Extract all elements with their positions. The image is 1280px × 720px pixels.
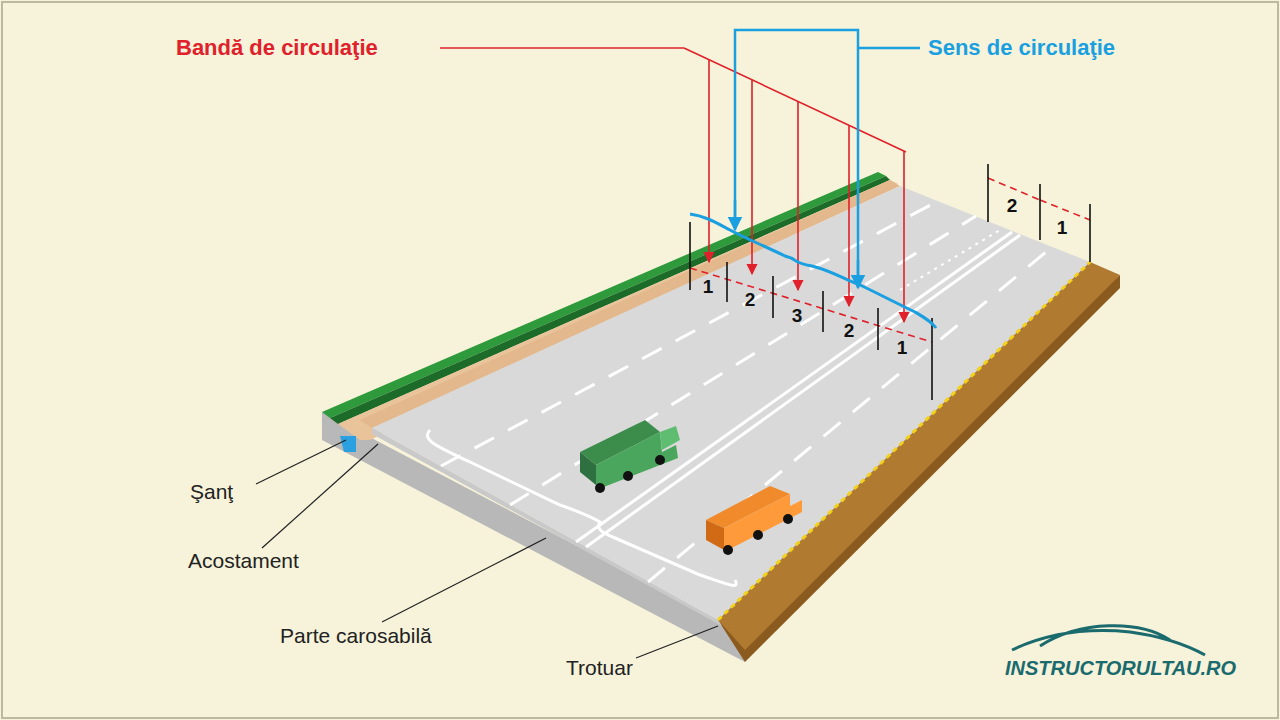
callout-number: 2 xyxy=(745,289,756,311)
green-truck xyxy=(580,420,680,493)
callout-number: 2 xyxy=(1007,195,1018,217)
watermark: INSTRUCTORULTAU.RO xyxy=(1005,657,1236,680)
callout-number: 2 xyxy=(844,320,855,342)
part-label: Acostament xyxy=(188,549,299,573)
part-label: Trotuar xyxy=(566,656,633,680)
part-label: Şanţ xyxy=(190,480,233,504)
callout-number: 3 xyxy=(792,305,803,327)
part-label: Parte carosabilă xyxy=(280,624,432,648)
callout-number: 1 xyxy=(703,276,714,298)
callout-number: 1 xyxy=(1057,217,1068,239)
callout-number: 1 xyxy=(897,337,908,359)
direction-label: Sens de circulaţie xyxy=(928,35,1115,61)
lane-label: Bandă de circulaţie xyxy=(176,35,378,61)
orange-truck xyxy=(706,486,802,555)
